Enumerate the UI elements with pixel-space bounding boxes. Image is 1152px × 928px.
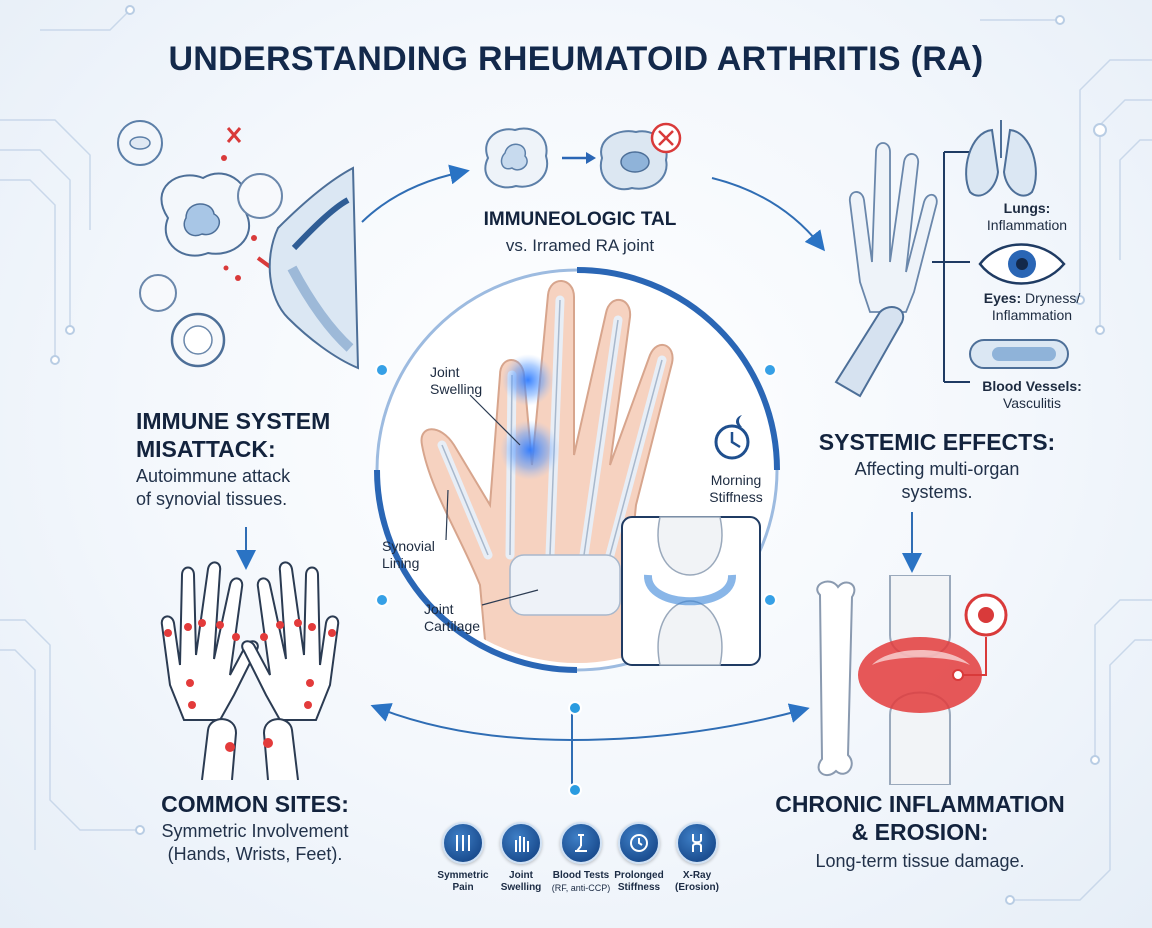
center-subtitle: vs. Irramed RA joint [505, 236, 655, 255]
morning-stiffness-label-2: Stiffness [709, 489, 763, 505]
immune-body-1: Autoimmune attack [136, 466, 291, 486]
joint-swelling-label-2: Swelling [430, 381, 483, 397]
systemic-body-1: Affecting multi-organ [854, 459, 1020, 479]
systemic-organs-illustration [834, 120, 1069, 398]
page-title: UNDERSTANDING RHEUMATOID ARTHRITIS (RA) [168, 40, 984, 78]
symptom-label-3a: Blood Tests [552, 870, 610, 881]
common-title: COMMON SITES: [161, 791, 349, 817]
symptom-label-5b: (Erosion) [675, 882, 719, 893]
symmetric-pain-icon [442, 822, 484, 864]
joint-swelling-icon [500, 822, 542, 864]
immune-attack-illustration [117, 120, 360, 370]
morning-stiffness-label-1: Morning [710, 472, 762, 488]
center-title: IMMUNEOLOGIC TAL [483, 209, 677, 230]
symptom-label-2a: Joint [509, 870, 533, 881]
synovial-lining-label-1: Synovial [382, 538, 435, 554]
symptom-label-1a: Symmetric [437, 870, 489, 881]
symptom-label-5a: X-Ray [682, 870, 712, 881]
inflamed-hand-illustration [374, 267, 780, 673]
synovial-lining-label-2: Lining [382, 555, 420, 571]
organ-vessels-detail: Vasculitis [1002, 395, 1062, 411]
chronic-title-2: & EROSION: [851, 819, 989, 845]
joint-erosion-illustration [816, 575, 1008, 785]
x-ray-icon [676, 822, 718, 864]
joint-swelling-label-1: Joint [430, 364, 460, 380]
chronic-body: Long-term tissue damage. [815, 851, 1025, 871]
symptom-label-1b: Pain [452, 882, 474, 893]
organ-eyes-detail-2: Inflammation [991, 307, 1073, 323]
symptom-label-4a: Prolonged [614, 870, 664, 881]
immune-body-2: of synovial tissues. [136, 489, 288, 509]
organ-lungs-detail: Inflammation [986, 217, 1068, 233]
organ-lungs-name: Lungs: [1003, 200, 1051, 216]
systemic-body-2: systems. [901, 482, 973, 502]
symptom-label-4b: Stiffness [617, 882, 661, 893]
common-body-1: Symmetric Involvement [161, 821, 349, 841]
symptom-label-3b: (RF, anti-CCP) [551, 883, 611, 893]
immune-title-2: MISATTACK: [136, 436, 276, 462]
organ-vessels-name: Blood Vessels: [982, 378, 1082, 394]
prolonged-stiffness-icon [618, 822, 660, 864]
blood-tests-icon [560, 822, 602, 864]
joint-cartilage-label-1: Joint [424, 601, 454, 617]
immune-title-1: IMMUNE SYSTEM [136, 408, 331, 434]
systemic-title: SYSTEMIC EFFECTS: [818, 429, 1056, 455]
hands-feet-illustration [160, 561, 340, 780]
chronic-title-1: CHRONIC INFLAMMATION [775, 791, 1065, 817]
organ-eyes-detail-1: Dryness/ [1021, 290, 1081, 306]
symptom-label-2b: Swelling [500, 882, 542, 893]
common-body-2: (Hands, Wrists, Feet). [167, 844, 343, 864]
organ-eyes-name: Eyes: [983, 290, 1022, 306]
immune-cells-icon [484, 122, 682, 191]
joint-cartilage-label-2: Cartilage [424, 618, 481, 634]
